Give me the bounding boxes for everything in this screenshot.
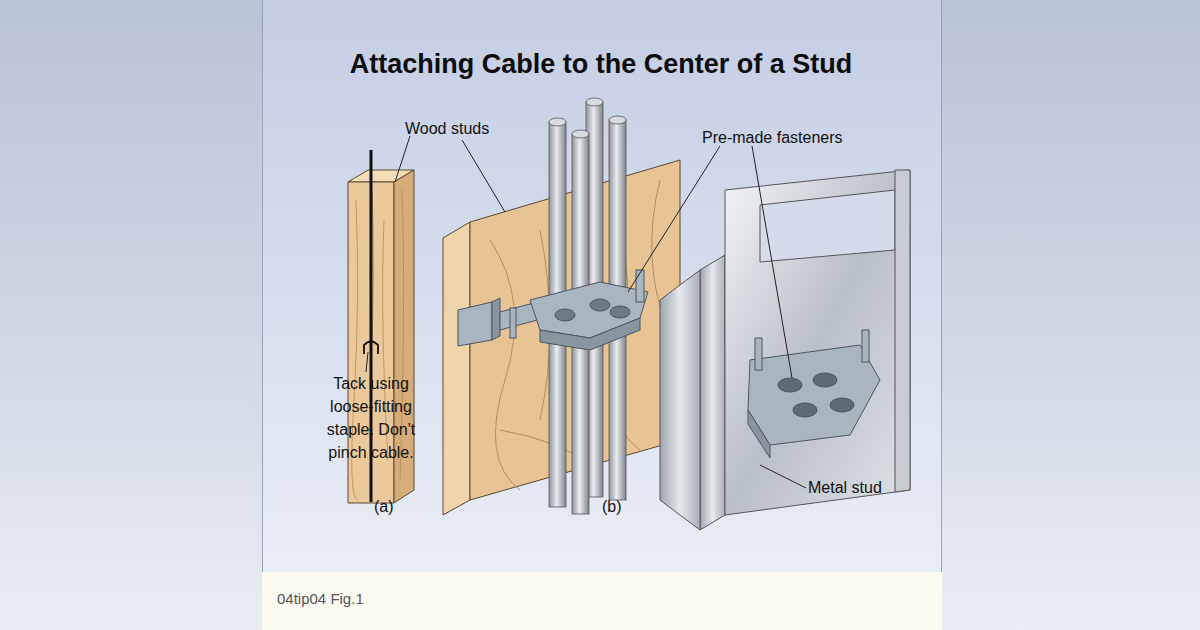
figure-title: Attaching Cable to the Center of a Stud: [262, 48, 940, 80]
figure-number: 04tip04 Fig.1: [277, 589, 364, 609]
fastener-metal: [748, 330, 880, 458]
metal-stud: [660, 170, 910, 530]
leader-lines: [366, 136, 806, 488]
part-label: Wood studs: [405, 119, 489, 139]
panel-letter: (b): [602, 497, 622, 517]
fastener-b: [458, 270, 648, 350]
note-text: Tack using loose-fitting staple. Don't p…: [315, 372, 427, 464]
part-label: Pre-made fasteners: [702, 128, 843, 148]
panel-letter: (a): [374, 497, 394, 517]
caption-strip: [262, 572, 942, 630]
part-label: Metal stud: [808, 478, 882, 498]
